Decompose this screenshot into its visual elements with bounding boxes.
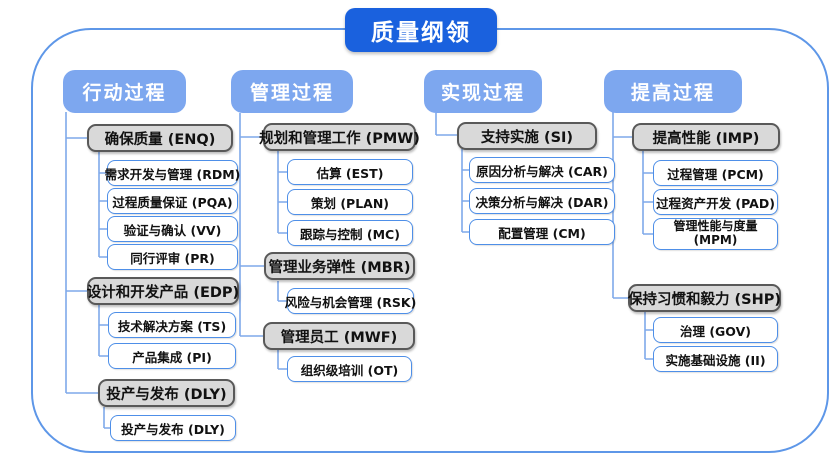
leaf-node-pqa: 过程质量保证 (PQA) bbox=[107, 188, 238, 214]
leaf-node-rsk: 风险与机会管理 (RSK) bbox=[285, 288, 416, 314]
diagram-title: 质量纲领 bbox=[345, 8, 497, 52]
leaf-node-dar: 决策分析与解决 (DAR) bbox=[469, 188, 615, 214]
group-node-edp: 设计和开发产品 (EDP) bbox=[87, 277, 239, 305]
leaf-node-mpm: 管理性能与度量 (MPM) bbox=[653, 218, 778, 250]
group-node-pmw: 规划和管理工作 (PMW) bbox=[259, 123, 420, 151]
group-node-mwf: 管理员工 (MWF) bbox=[263, 322, 415, 350]
group-node-mbr: 管理业务弹性 (MBR) bbox=[264, 252, 415, 280]
leaf-node-ii: 实施基础设施 (II) bbox=[653, 346, 778, 372]
leaf-node-pcm: 过程管理 (PCM) bbox=[653, 160, 778, 186]
leaf-node-ts: 技术解决方案 (TS) bbox=[108, 312, 236, 338]
group-node-imp: 提高性能 (IMP) bbox=[632, 123, 780, 151]
leaf-node-rdm: 需求开发与管理 (RDM) bbox=[105, 160, 240, 186]
group-node-shp: 保持习惯和毅力 (SHP) bbox=[628, 284, 781, 312]
group-node-dly: 投产与发布 (DLY) bbox=[98, 379, 235, 407]
leaf-node-dly: 投产与发布 (DLY) bbox=[110, 415, 236, 441]
group-node-si: 支持实施 (SI) bbox=[457, 122, 597, 150]
column-header-implementation-process: 实现过程 bbox=[424, 70, 542, 113]
leaf-node-pad: 过程资产开发 (PAD) bbox=[653, 189, 778, 215]
leaf-node-car: 原因分析与解决 (CAR) bbox=[469, 157, 615, 183]
leaf-node-gov: 治理 (GOV) bbox=[653, 317, 778, 343]
leaf-node-plan: 策划 (PLAN) bbox=[287, 189, 413, 215]
leaf-node-mc: 跟踪与控制 (MC) bbox=[287, 220, 413, 246]
column-header-action-process: 行动过程 bbox=[63, 70, 186, 113]
leaf-node-pr: 同行评审 (PR) bbox=[107, 244, 238, 270]
leaf-node-vv: 验证与确认 (VV) bbox=[107, 216, 238, 242]
leaf-node-pi: 产品集成 (PI) bbox=[108, 343, 236, 369]
column-header-improvement-process: 提高过程 bbox=[604, 70, 742, 113]
group-node-enq: 确保质量 (ENQ) bbox=[87, 124, 233, 152]
leaf-node-est: 估算 (EST) bbox=[287, 159, 413, 185]
leaf-node-cm: 配置管理 (CM) bbox=[469, 219, 615, 245]
column-header-management-process: 管理过程 bbox=[231, 70, 353, 113]
leaf-node-ot: 组织级培训 (OT) bbox=[287, 356, 412, 382]
